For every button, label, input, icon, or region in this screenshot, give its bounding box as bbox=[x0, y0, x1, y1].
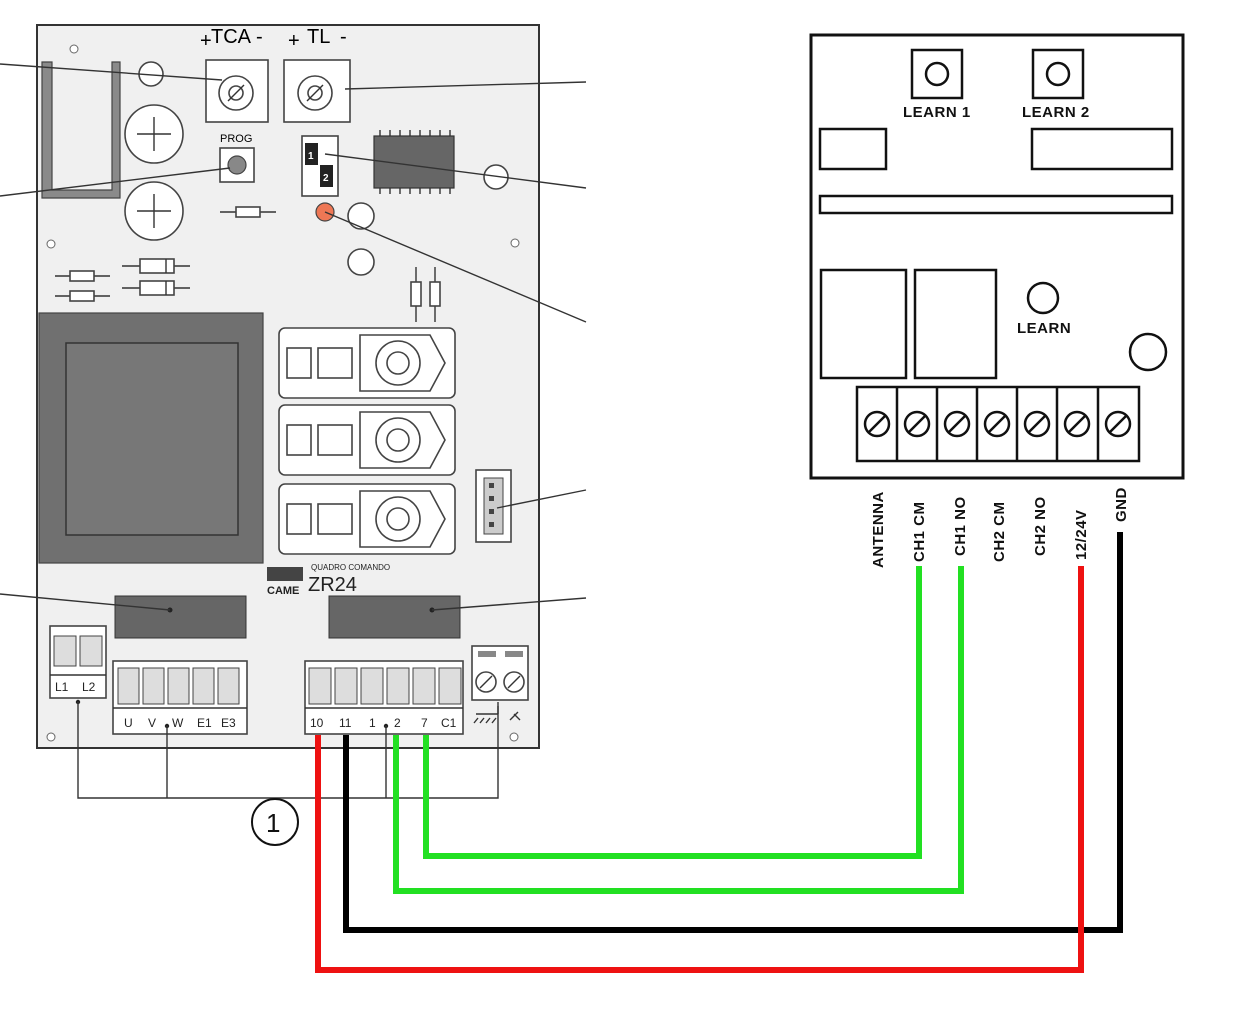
relay-2 bbox=[278, 404, 456, 476]
terminal-E1: E1 bbox=[197, 716, 212, 730]
learn-button[interactable] bbox=[1026, 281, 1060, 315]
terminal-1: 1 bbox=[369, 716, 376, 730]
tl-minus: - bbox=[340, 26, 347, 48]
terminal-V: V bbox=[148, 716, 156, 730]
receiver-led bbox=[1128, 332, 1168, 372]
rx-terminal-antenna: ANTENNA bbox=[870, 491, 887, 568]
receiver-component-a bbox=[818, 127, 888, 171]
prog-label: PROG bbox=[220, 133, 252, 145]
came-logo bbox=[267, 567, 303, 581]
rx-terminal-ch2-no: CH2 NO bbox=[1032, 496, 1049, 556]
terminal-11: 11 bbox=[339, 716, 352, 730]
receiver-module: LEARN 1 LEARN 2 LEARN bbox=[809, 33, 1185, 568]
heatsink-bracket bbox=[41, 61, 121, 199]
transformer bbox=[38, 312, 264, 564]
mount-hole bbox=[347, 248, 375, 276]
relay-3 bbox=[278, 483, 456, 555]
mount-hole bbox=[483, 164, 509, 190]
wire-ch1-cm bbox=[423, 566, 922, 859]
dip-1-label: 1 bbox=[308, 151, 314, 162]
brand-label: CAME bbox=[267, 585, 299, 597]
terminal-bracket bbox=[75, 699, 499, 799]
fuse-left bbox=[114, 595, 247, 639]
wire-12-24v bbox=[315, 566, 1084, 973]
receiver-strip bbox=[818, 194, 1174, 215]
tl-plus: + bbox=[288, 30, 300, 52]
terminal-7: 7 bbox=[421, 716, 428, 730]
rx-terminal-ch1-no: CH1 NO bbox=[952, 496, 969, 556]
dip-switch: 1 2 bbox=[301, 135, 339, 197]
rx-terminal-ch1-cm: CH1 CM bbox=[911, 501, 928, 562]
receiver-relay-1 bbox=[819, 268, 908, 380]
terminal-2: 2 bbox=[394, 716, 401, 730]
tca-trimmer bbox=[205, 59, 269, 123]
dip-2-label: 2 bbox=[323, 173, 329, 184]
tca-plus: + bbox=[200, 30, 212, 52]
terminal-block-motor: U V W E1 E3 bbox=[112, 660, 248, 735]
rx-terminal-12-24v: 12/24V bbox=[1073, 509, 1090, 560]
earth-terminal bbox=[471, 645, 529, 724]
terminal-block-control: 10 11 1 2 7 C1 bbox=[304, 660, 464, 735]
leader-lines bbox=[0, 63, 587, 611]
terminal-W: W bbox=[172, 716, 184, 730]
callout-number: 1 bbox=[266, 808, 280, 838]
terminal-E3: E3 bbox=[221, 716, 236, 730]
terminal-L1: L1 bbox=[55, 680, 69, 694]
wire-gnd bbox=[343, 532, 1123, 933]
board-model: ZR24 bbox=[308, 574, 357, 596]
rx-terminal-gnd: GND bbox=[1113, 487, 1130, 522]
callout-circle bbox=[251, 798, 299, 846]
learn2-label: LEARN 2 bbox=[1022, 104, 1090, 121]
wires bbox=[315, 532, 1123, 973]
receiver-component-b bbox=[1030, 127, 1174, 171]
fuse-right bbox=[328, 595, 461, 639]
wire-ch1-no bbox=[393, 566, 964, 894]
tca-label: TCA bbox=[211, 26, 252, 48]
resistors bbox=[55, 206, 441, 322]
terminal-block-power: L1 L2 bbox=[49, 625, 107, 699]
rx-terminal-ch2-cm: CH2 CM bbox=[991, 501, 1008, 562]
terminal-10: 10 bbox=[310, 716, 324, 730]
terminal-U: U bbox=[124, 716, 133, 730]
tl-trimmer bbox=[283, 59, 351, 123]
terminal-L2: L2 bbox=[82, 680, 96, 694]
terminal-C1: C1 bbox=[441, 716, 457, 730]
board-subtitle: QUADRO COMANDO bbox=[311, 563, 390, 572]
tl-label: TL bbox=[307, 26, 330, 48]
prog-button-cap bbox=[227, 155, 247, 175]
control-board: + TCA - + TL - bbox=[0, 24, 587, 799]
receiver-terminal-strip bbox=[855, 385, 1141, 463]
tca-minus: - bbox=[256, 26, 263, 48]
mount-hole bbox=[347, 202, 375, 230]
receiver-relay-2 bbox=[913, 268, 998, 380]
learn-label: LEARN bbox=[1017, 320, 1071, 337]
relay-1 bbox=[278, 327, 456, 399]
learn1-label: LEARN 1 bbox=[903, 104, 971, 121]
